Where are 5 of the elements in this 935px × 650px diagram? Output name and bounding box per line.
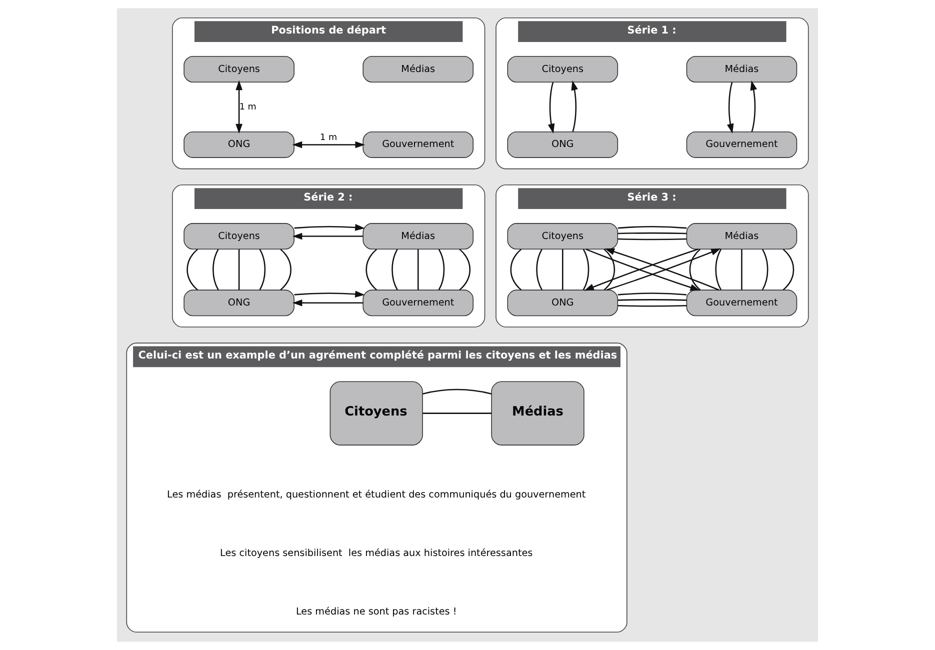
label: Les médias ne sont pas racistes !: [296, 606, 457, 618]
label: Les citoyens sensibilisent les médias aux histoires intéressantes: [220, 548, 533, 559]
label: Les médias présentent, questionnent et étudient des communiqués du gouvernement: [167, 489, 586, 500]
edge-label: 1 m: [320, 132, 338, 143]
edge-label: 1 m: [239, 102, 256, 112]
